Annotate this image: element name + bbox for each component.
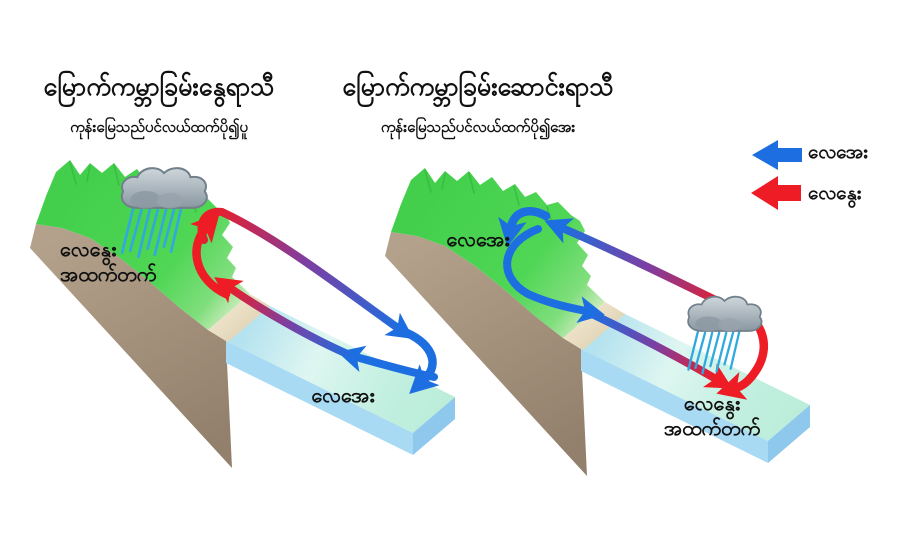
summer-panel-title: မြောက်ကမ္ဘာခြမ်းနွေရာသီ <box>43 73 275 101</box>
legend-warm-air-arrow-icon <box>751 176 801 210</box>
panel-winter-graphics <box>384 167 811 477</box>
legend-cool-air-label: လေအေး <box>808 142 868 163</box>
summer-surface-flow-sea-arrow <box>337 345 438 381</box>
summer-sea-label: လေအေး <box>311 385 375 407</box>
summer-land-label: လေနွေး အထက်တက် <box>60 238 210 288</box>
summer-land-label-line1: လေနွေး <box>60 239 117 261</box>
winter-sea-label-line1: လေနွေး <box>683 393 741 415</box>
legend-icons <box>751 140 802 210</box>
summer-terrain <box>29 159 456 469</box>
summer-panel-subtitle: ကုန်းမြေသည်ပင်လယ်ထက်ပို၍ပူ <box>70 119 248 136</box>
legend-cool-air-arrow-icon <box>752 140 802 170</box>
winter-panel-subtitle: ကုန်းမြေသည်ပင်လယ်ထက်ပို၍အေး <box>380 119 576 136</box>
winter-panel-title: မြောက်ကမ္ဘာခြမ်းဆောင်းရာသီ <box>342 73 614 101</box>
winter-descending-cool-air-arrow <box>498 207 551 248</box>
legend-warm-air-label: လေနွေး <box>808 183 862 204</box>
winter-land-label: လေအေး <box>446 229 510 251</box>
panel-summer-graphics <box>29 159 456 469</box>
summer-surface-flow-land-arrow <box>214 277 356 360</box>
winter-sea-label-line2: အထက်တက် <box>663 418 761 440</box>
winter-sea-label: လေနွေး အထက်တက် <box>628 392 796 442</box>
winter-surface-flow-land-arrow <box>503 225 605 323</box>
summer-land-label-line2: အထက်တက် <box>60 264 157 286</box>
